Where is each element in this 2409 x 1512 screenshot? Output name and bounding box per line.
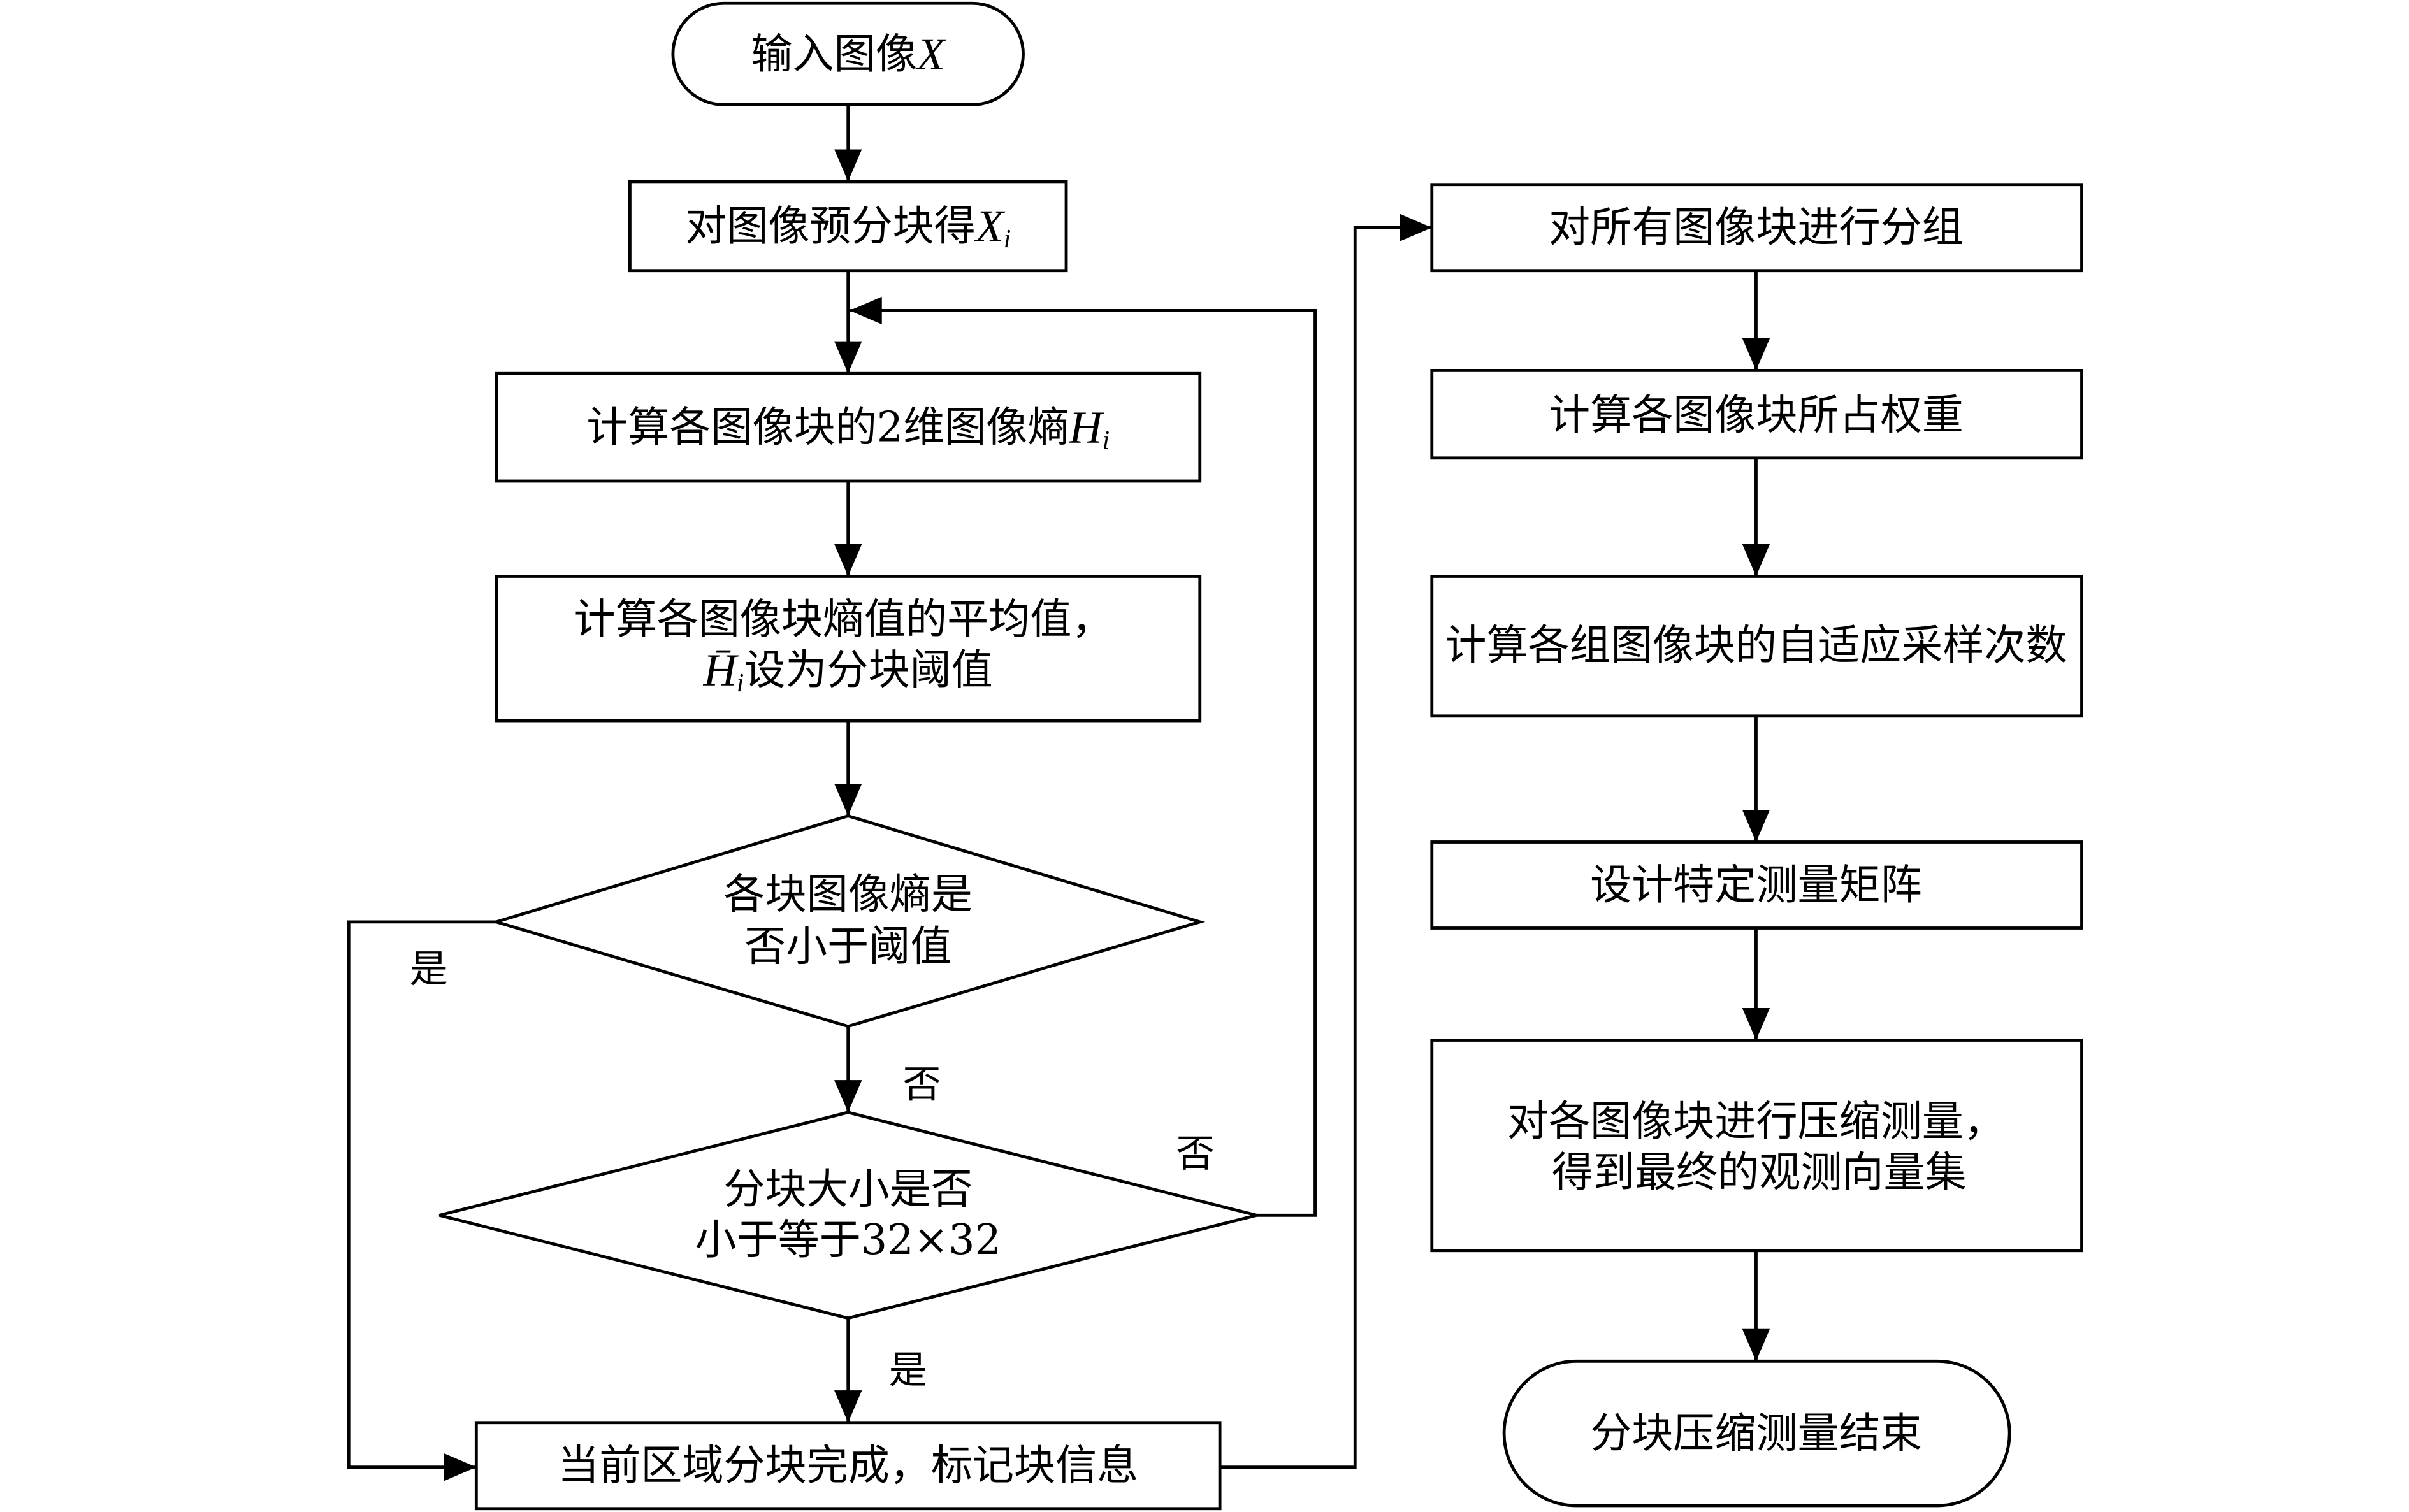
arrow-done-to-group xyxy=(1220,213,1432,1469)
preblock-math-symbol: X xyxy=(974,201,1006,252)
edge-label-entropy-no: 否 xyxy=(902,1062,941,1107)
decision-size-line1-text: 分块大小是否 xyxy=(723,1165,972,1213)
matrix-label: 设计特定测量矩阵 xyxy=(1590,861,1922,909)
entropy-math-symbol: H xyxy=(1069,402,1105,453)
decision-entropy-line1-text: 各块图像熵是 xyxy=(723,870,972,918)
matrix-text: 设计特定测量矩阵 xyxy=(1590,861,1922,909)
measure-label-line2: 得到最终的观测向量集 xyxy=(1552,1148,1967,1196)
measure-line2-text: 得到最终的观测向量集 xyxy=(1552,1148,1967,1196)
entropy-math-subscript: i xyxy=(1103,425,1110,454)
edge-label-entropy-yes: 是 xyxy=(409,947,447,992)
edge-label-size-no: 否 xyxy=(1176,1132,1214,1176)
mean-math-subscript: i xyxy=(737,668,744,697)
entropy-text: 计算各图像块的2维图像熵 xyxy=(586,403,1069,451)
end-terminal xyxy=(1502,1359,2011,1508)
mean-line1-text: 计算各图像块熵值的平均值， xyxy=(574,595,1113,643)
measure-line1-text: 对各图像块进行压缩测量， xyxy=(1507,1098,2005,1146)
process-box-sampling xyxy=(1430,575,2083,718)
decision-entropy-line2: 否小于阈值 xyxy=(744,923,951,970)
mean-math-symbol: H̄ xyxy=(703,645,739,696)
decision-entropy-line1: 各块图像熵是 xyxy=(723,870,972,918)
decision-size-line2: 小于等于32×32 xyxy=(695,1216,1001,1264)
mean-line2-text: 设为分块阈值 xyxy=(744,646,992,694)
process-box-matrix xyxy=(1430,840,2083,930)
group-label: 对所有图像块进行分组 xyxy=(1549,204,1964,252)
mean-label-line2: H̄i设为分块阈值 xyxy=(703,645,993,697)
preblock-text: 对图像预分块得 xyxy=(685,202,976,250)
end-label: 分块压缩测量结束 xyxy=(1590,1409,1922,1457)
process-box-group xyxy=(1430,183,2083,273)
arrow-entropy-yes-to-done xyxy=(347,920,496,1481)
preblock-math-subscript: i xyxy=(1004,224,1011,253)
entropy-label: 计算各图像块的2维图像熵Hi xyxy=(586,402,1110,454)
start-label: 输入图像X xyxy=(751,29,946,80)
arrow-size-no-loop-back xyxy=(850,296,1317,1217)
decision-size-line2-text: 小于等于32×32 xyxy=(695,1216,1001,1264)
weight-label: 计算各图像块所占权重 xyxy=(1549,391,1964,439)
start-math-symbol: X xyxy=(915,29,947,80)
weight-text: 计算各图像块所占权重 xyxy=(1549,391,1964,439)
preblock-label: 对图像预分块得Xi xyxy=(685,201,1011,253)
process-box-done xyxy=(474,1421,1222,1511)
done-label: 当前区域分块完成，标记块信息 xyxy=(558,1442,1138,1490)
end-text: 分块压缩测量结束 xyxy=(1590,1409,1922,1457)
mean-label-line1: 计算各图像块熵值的平均值， xyxy=(574,595,1113,643)
sampling-text: 计算各组图像块的自适应采样次数 xyxy=(1445,621,2067,669)
edge-label-size-yes: 是 xyxy=(889,1348,927,1393)
process-box-weight xyxy=(1430,369,2083,460)
group-text: 对所有图像块进行分组 xyxy=(1549,204,1964,252)
decision-size-line1: 分块大小是否 xyxy=(723,1165,972,1213)
start-text: 输入图像 xyxy=(751,30,916,78)
sampling-label: 计算各组图像块的自适应采样次数 xyxy=(1445,621,2067,669)
done-text: 当前区域分块完成，标记块信息 xyxy=(558,1442,1138,1490)
process-box-measure xyxy=(1430,1039,2083,1253)
decision-entropy-line2-text: 否小于阈值 xyxy=(744,923,951,970)
measure-label-line1: 对各图像块进行压缩测量， xyxy=(1507,1098,2005,1146)
